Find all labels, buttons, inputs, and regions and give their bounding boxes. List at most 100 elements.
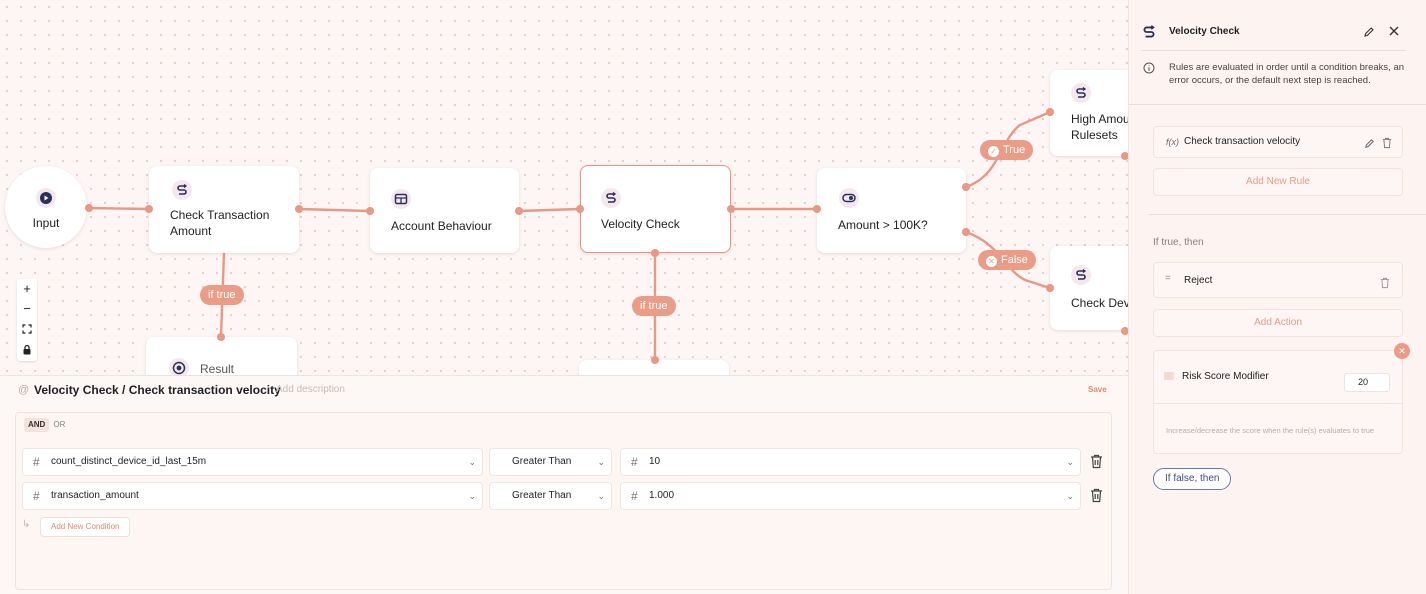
fit-view-button[interactable] <box>17 319 37 339</box>
save-button[interactable]: Save <box>1088 385 1107 394</box>
risk-score-card: Risk Score Modifier 20 Increase/decrease… <box>1153 350 1403 454</box>
rule-editor: @ Velocity Check / Check transaction vel… <box>0 375 1128 594</box>
drag-handle-icon[interactable]: = <box>1165 273 1171 284</box>
pencil-icon <box>1364 27 1374 37</box>
ruleset-icon <box>1141 24 1161 42</box>
node-check-device[interactable]: Check Dev <box>1050 246 1128 330</box>
check-icon: ✓ <box>988 146 999 157</box>
ruleset-icon <box>1071 265 1091 285</box>
if-false-button[interactable]: If false, then <box>1153 468 1232 490</box>
info-icon <box>1143 61 1156 74</box>
action-item[interactable]: = Reject <box>1153 262 1403 298</box>
delete-condition-button[interactable] <box>1090 488 1104 504</box>
node-velocity-child[interactable] <box>579 360 729 375</box>
port-amount-false[interactable] <box>962 228 970 236</box>
condition-value: 10 <box>649 456 661 467</box>
port-velocity-in[interactable] <box>576 205 584 213</box>
port-checkdev-in[interactable] <box>1046 284 1054 292</box>
port-check-in[interactable] <box>145 205 153 213</box>
flow-canvas[interactable]: Input Check Transaction Amount Account B… <box>0 0 1128 375</box>
info-divider <box>1129 104 1426 105</box>
condition-operator-select[interactable]: Greater Than ⌄ <box>489 482 612 510</box>
info-text: Rules are evaluated in order until a con… <box>1169 62 1405 86</box>
rule-name: Check transaction velocity <box>1184 136 1301 147</box>
zoom-in-button[interactable]: + <box>23 281 31 296</box>
port-input-out[interactable] <box>85 204 93 212</box>
add-action-button[interactable]: Add Action <box>1153 309 1403 337</box>
chevron-down-icon: ⌄ <box>1066 491 1074 501</box>
port-checkdev-out[interactable] <box>1121 327 1128 335</box>
condition-field-select[interactable]: # count_distinct_device_id_last_15m ⌄ <box>22 448 483 476</box>
if-true-pill-velocity[interactable]: if true <box>632 296 676 316</box>
node-account-behaviour[interactable]: Account Behaviour <box>370 168 519 253</box>
port-high-in[interactable] <box>1046 108 1054 116</box>
action-name: Reject <box>1184 275 1213 286</box>
chevron-down-icon: ⌄ <box>468 491 476 501</box>
node-result[interactable]: Result <box>146 337 297 375</box>
edge-input-check <box>87 206 151 211</box>
rule-item[interactable]: f(x) Check transaction velocity <box>1153 126 1403 158</box>
port-velocity-bottom[interactable] <box>651 249 659 257</box>
node-label-check-dev: Check Dev <box>1071 296 1128 310</box>
port-account-out[interactable] <box>515 207 523 215</box>
port-result-in[interactable] <box>217 333 225 341</box>
ruleset-icon <box>172 180 192 200</box>
node-amount-check[interactable]: Amount > 100K? <box>817 168 966 253</box>
add-rule-button[interactable]: Add New Rule <box>1153 168 1403 196</box>
close-icon: ✕ <box>986 256 997 267</box>
condition-operator-select[interactable]: Greater Than ⌄ <box>489 448 612 476</box>
lock-button[interactable] <box>17 339 37 359</box>
node-input[interactable]: Input <box>5 166 87 248</box>
node-velocity-check[interactable]: Velocity Check <box>580 165 731 253</box>
close-panel-button[interactable] <box>1388 24 1402 38</box>
edit-title-button[interactable] <box>1363 25 1377 39</box>
close-icon <box>1389 26 1399 36</box>
table-icon <box>391 189 411 209</box>
zoom-out-button[interactable]: − <box>23 301 31 316</box>
port-account-in[interactable] <box>366 207 374 215</box>
true-branch-pill[interactable]: ✓True <box>980 140 1034 160</box>
add-condition-button[interactable]: Add New Condition <box>40 517 131 537</box>
node-label-account-behaviour: Account Behaviour <box>391 219 492 233</box>
node-high-amount-rulesets[interactable]: High Amou Rulesets <box>1050 70 1128 156</box>
editor-title: Velocity Check / Check transaction veloc… <box>34 383 281 397</box>
if-true-heading: If true, then <box>1153 237 1204 248</box>
port-check-out[interactable] <box>295 205 303 213</box>
false-branch-label: False <box>1001 254 1028 266</box>
delete-action-button[interactable] <box>1380 276 1390 294</box>
edge-check-account <box>297 207 372 213</box>
fit-view-icon <box>22 324 32 334</box>
drag-handle-icon[interactable] <box>1164 372 1174 380</box>
condition-operator-value: Greater Than <box>512 490 572 501</box>
port-high-out[interactable] <box>1121 152 1128 160</box>
if-true-label: if true <box>640 300 668 312</box>
trash-icon <box>1382 137 1392 149</box>
delete-condition-button[interactable] <box>1090 454 1104 470</box>
condition-operator-value: Greater Than <box>512 456 572 467</box>
delete-rule-button[interactable] <box>1382 136 1392 154</box>
edit-rule-button[interactable] <box>1364 136 1375 154</box>
if-true-pill-check[interactable]: if true <box>200 285 244 305</box>
condition-value-input[interactable]: # 1.000 ⌄ <box>620 482 1081 510</box>
description-input[interactable]: Add description <box>276 384 345 395</box>
remove-modifier-button[interactable]: ✕ <box>1394 343 1410 359</box>
port-velocity-out[interactable] <box>727 205 735 213</box>
and-option[interactable]: AND <box>24 418 50 432</box>
node-label-check-transaction: Check Transaction Amount <box>170 208 270 238</box>
port-amount-true[interactable] <box>962 183 970 191</box>
modifier-value-input[interactable]: 20 <box>1344 373 1390 392</box>
ruleset-icon <box>601 188 621 208</box>
edge-account-velocity <box>517 207 582 213</box>
rules-divider <box>1149 214 1426 215</box>
condition-value: 1.000 <box>649 490 675 501</box>
condition-field-select[interactable]: # transaction_amount ⌄ <box>22 482 483 510</box>
or-option[interactable]: OR <box>53 420 66 429</box>
port-amount-in[interactable] <box>813 205 821 213</box>
port-velocity-child-in[interactable] <box>651 356 659 364</box>
node-check-transaction-amount[interactable]: Check Transaction Amount <box>149 166 299 253</box>
condition-value-input[interactable]: # 10 ⌄ <box>620 448 1081 476</box>
false-branch-pill[interactable]: ✕ False <box>978 250 1036 270</box>
chevron-down-icon: ⌄ <box>468 457 476 467</box>
